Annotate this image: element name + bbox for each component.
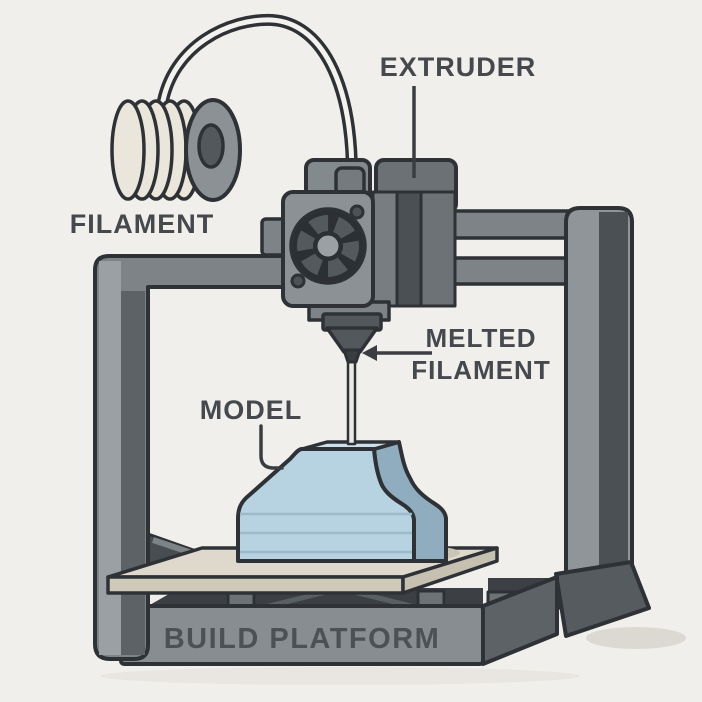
left-column-shade xyxy=(121,291,145,655)
gantry-rail-top xyxy=(450,209,576,240)
filament-spool xyxy=(110,98,242,202)
nozzle-tip xyxy=(342,348,362,364)
extruder-assembly xyxy=(260,158,458,446)
feed-tube xyxy=(156,13,358,182)
melted-filament-arrowhead-icon xyxy=(362,345,377,361)
extruder-label: EXTRUDER xyxy=(380,52,537,82)
screw-icon xyxy=(349,204,365,220)
carriage-strip xyxy=(371,190,399,308)
build-platform-label: BUILD PLATFORM xyxy=(164,623,441,655)
left-column-highlight xyxy=(99,261,121,655)
cooling-fan-icon xyxy=(289,207,367,285)
screw-icon xyxy=(290,273,306,289)
carriage-strip xyxy=(419,190,457,308)
printed-model xyxy=(236,440,448,563)
foot-shadow xyxy=(586,627,686,649)
right-column-shade xyxy=(599,212,628,588)
spool-hub-hole xyxy=(197,123,225,169)
filament-label: FILAMENT xyxy=(70,209,214,239)
plate-front-face xyxy=(106,575,405,595)
melted-filament-label-line1: MELTED xyxy=(426,323,537,353)
feed-tube-core xyxy=(159,17,355,179)
base-side-face xyxy=(481,575,559,666)
printer-base: BUILD PLATFORM xyxy=(119,575,559,666)
melted-filament-strand xyxy=(346,352,357,446)
gantry-rails xyxy=(450,209,576,286)
carriage-strip xyxy=(395,190,423,308)
spool-rib xyxy=(110,99,146,201)
model-leader-line xyxy=(259,424,284,470)
fan-blades xyxy=(297,215,359,277)
plate-side-face xyxy=(401,546,499,595)
fan-hub xyxy=(314,232,342,260)
floor-shadow xyxy=(100,667,580,685)
annotations: FILAMENT EXTRUDER MELTED FILAMENT MODEL xyxy=(70,52,550,470)
right-column-foot xyxy=(554,560,651,638)
melted-filament-label-line2: FILAMENT xyxy=(411,355,550,385)
frame-right-column xyxy=(554,206,651,638)
gantry-rail-bottom xyxy=(450,256,576,286)
model-label: MODEL xyxy=(200,395,303,425)
